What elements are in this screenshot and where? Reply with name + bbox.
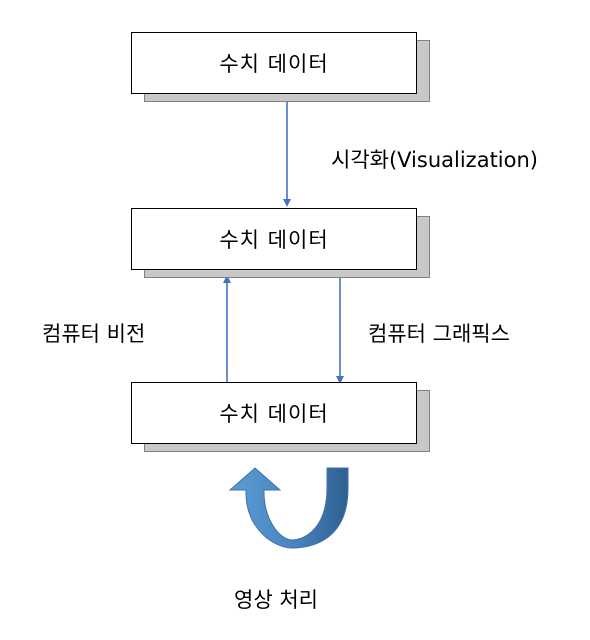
middle-data-box: 수치 데이터	[131, 208, 430, 278]
image-processing-label: 영상 처리	[234, 588, 318, 612]
computer-graphics-label: 컴퓨터 그래픽스	[368, 322, 510, 346]
image-processing-curved-arrow	[228, 467, 349, 549]
computer-vision-label: 컴퓨터 비전	[42, 322, 146, 346]
box-label: 수치 데이터	[131, 208, 417, 270]
box-label: 수치 데이터	[131, 382, 417, 444]
top-data-box: 수치 데이터	[131, 32, 430, 102]
bottom-data-box: 수치 데이터	[131, 382, 430, 452]
visualization-label: 시각화(Visualization)	[331, 148, 538, 172]
box-label: 수치 데이터	[131, 32, 417, 94]
